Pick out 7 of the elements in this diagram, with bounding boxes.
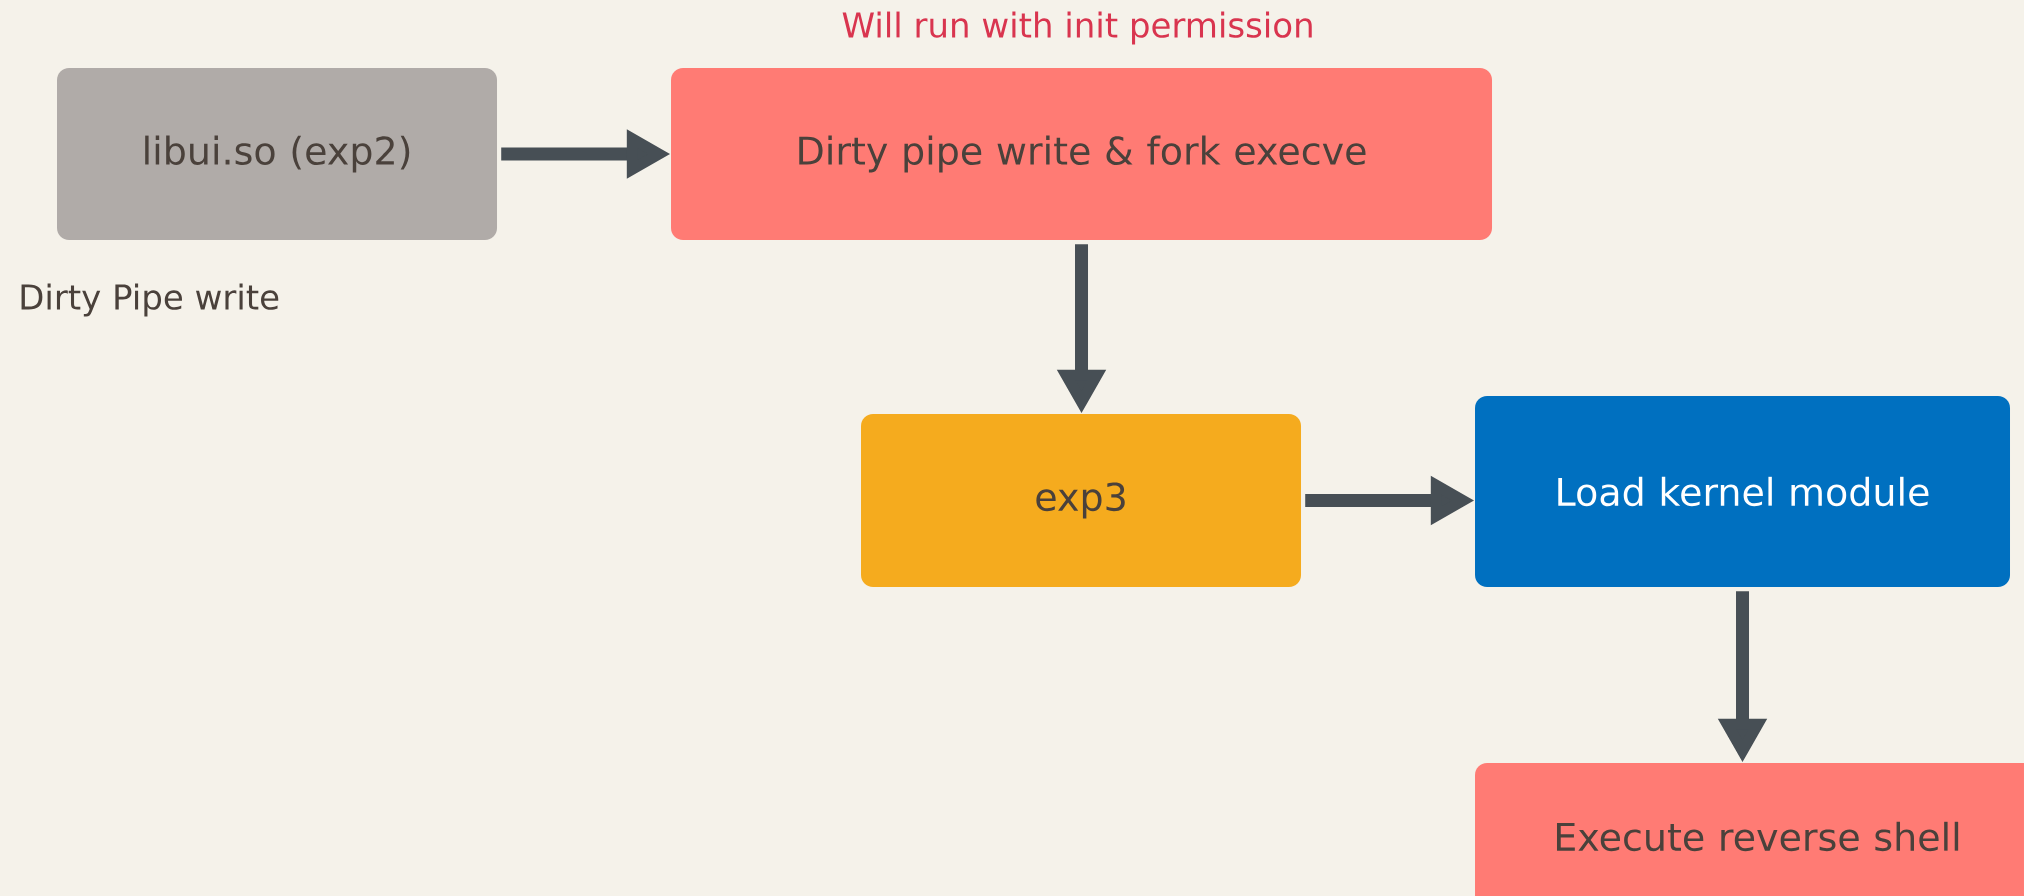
- process-box: Dirty pipe write & fork execve: [671, 68, 1492, 240]
- process-box: Load kernel module: [1475, 396, 2010, 587]
- process-box: exp3: [861, 414, 1301, 587]
- process-box: Execute reverse shell: [1475, 763, 2024, 896]
- process-box: libui.so (exp2): [57, 68, 497, 240]
- node-caption: Will run with init permission: [842, 11, 1312, 45]
- node-caption: Dirty Pipe write: [21, 283, 279, 317]
